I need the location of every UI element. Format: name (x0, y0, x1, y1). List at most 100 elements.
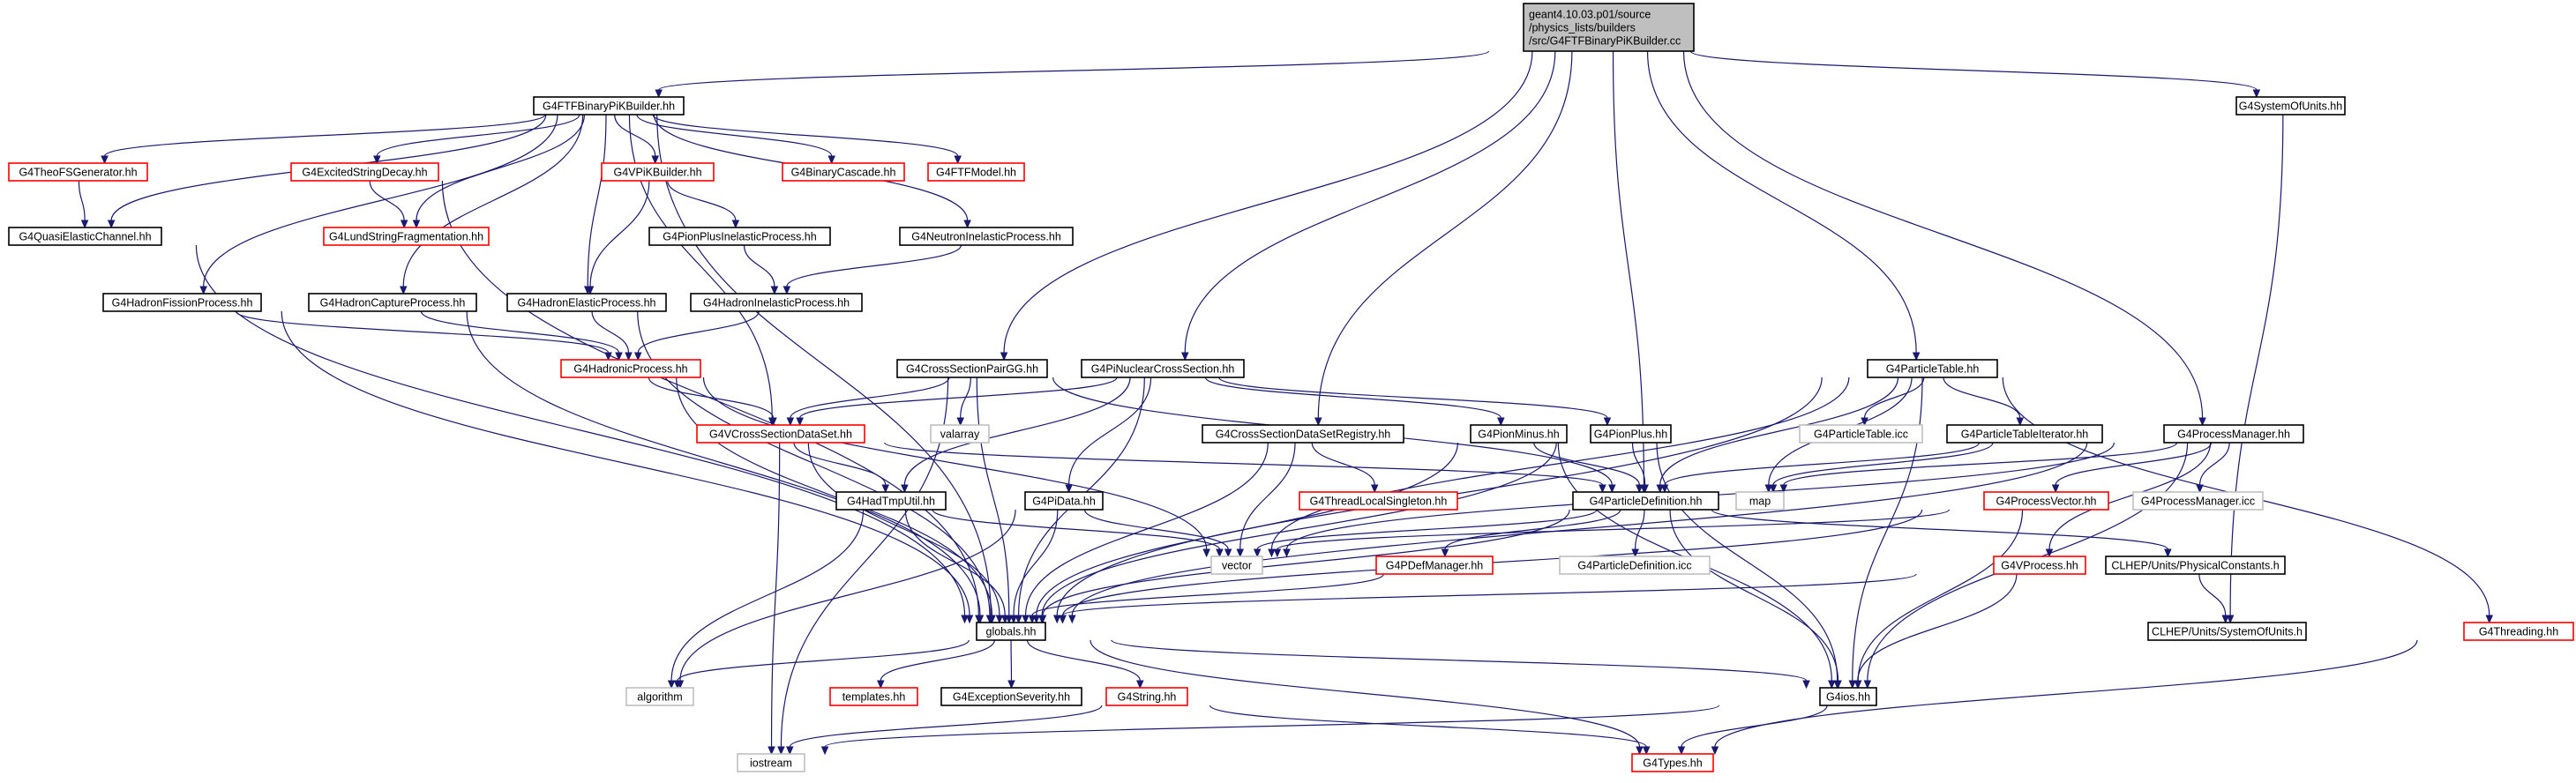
node-templates[interactable]: templates.hh (829, 687, 918, 706)
edge-arrowhead (2252, 89, 2261, 99)
node-vprocess[interactable]: G4VProcess.hh (1993, 556, 2086, 575)
edge-arrowhead (107, 220, 116, 229)
edge-line (932, 509, 1220, 550)
node-hadtmp[interactable]: G4HadTmpUtil.hh (835, 491, 947, 511)
node-box (8, 162, 148, 182)
node-excited[interactable]: G4ExcitedStringDecay.hh (290, 162, 439, 182)
edge-line (1024, 442, 1269, 616)
edge-arrowhead (1497, 417, 1505, 427)
node-ftfbuilder[interactable]: G4FTFBinaryPiKBuilder.hh (533, 96, 685, 116)
node-root[interactable]: geant4.10.03.p01/source/physics_lists/bu… (1523, 3, 1695, 52)
edge-arrowhead (1603, 417, 1612, 427)
edge-line (1857, 573, 2018, 682)
edge-arrowhead (1000, 352, 1008, 362)
edge-root-to-csdsreg (1314, 50, 1573, 427)
edge-line (1711, 509, 2168, 550)
node-lund[interactable]: G4LundStringFragmentation.hh (323, 227, 490, 246)
node-vcsds[interactable]: G4VCrossSectionDataSet.hh (696, 424, 865, 444)
node-procmanicc[interactable]: G4ProcessManager.icc (2132, 491, 2264, 511)
node-sysunits[interactable]: G4SystemOfUnits.hh (2235, 96, 2346, 116)
node-quasi[interactable]: G4QuasiElasticChannel.hh (8, 227, 162, 246)
edge-arrowhead (1608, 484, 1616, 494)
edge-arrowhead (995, 615, 1004, 624)
node-globals[interactable]: globals.hh (976, 622, 1046, 641)
node-pionplus[interactable]: G4PionPlus.hh (1590, 424, 1672, 444)
node-physconst[interactable]: CLHEP/Units/PhysicalConstants.h (2105, 556, 2286, 575)
edge-arrowhead (1068, 615, 1076, 624)
node-ptableiter[interactable]: G4ParticleTableIterator.hh (1946, 424, 2103, 444)
node-procman[interactable]: G4ProcessManager.hh (2163, 424, 2304, 444)
edge-root-to-ptable (1646, 50, 1921, 362)
edge-line (2048, 442, 2212, 550)
node-box (1631, 753, 1714, 772)
node-neutroninel[interactable]: G4NeutronInelasticProcess.hh (899, 227, 1074, 246)
edge-arrowhead (2016, 417, 2025, 427)
node-elastic[interactable]: G4HadronElasticProcess.hh (506, 293, 667, 312)
edge-arrowhead (1022, 615, 1030, 624)
node-g4types[interactable]: G4Types.hh (1631, 753, 1714, 772)
node-excsev[interactable]: G4ExceptionSeverity.hh (940, 687, 1082, 706)
edge-pdef-to-pdefman (1441, 509, 1621, 558)
edge-line (790, 377, 950, 419)
node-label: G4PDefManager.hh (1386, 560, 1484, 572)
node-vector[interactable]: vector (1210, 556, 1263, 575)
edge-line (281, 310, 970, 616)
node-label: G4HadronCaptureProcess.hh (320, 297, 466, 309)
edge-line (1682, 50, 2204, 419)
node-iostream[interactable]: iostream (737, 753, 805, 772)
node-ftfmodel[interactable]: G4FTFModel.hh (927, 162, 1025, 182)
node-g4string[interactable]: G4String.hh (1105, 687, 1188, 706)
node-g4ios[interactable]: G4ios.hh (1819, 687, 1877, 706)
node-algorithm[interactable]: algorithm (625, 687, 694, 706)
node-capture[interactable]: G4HadronCaptureProcess.hh (308, 293, 477, 312)
node-bincasc[interactable]: G4BinaryCascade.hh (782, 162, 905, 182)
edge-line (1681, 705, 1828, 748)
edge-line (1204, 377, 1501, 419)
node-hadinel[interactable]: G4HadronInelasticProcess.hh (690, 293, 863, 312)
edge-arrowhead (1059, 615, 1067, 624)
header-nodes: geant4.10.03.p01/source/physics_lists/bu… (8, 3, 2574, 772)
node-label: G4ParticleTable.hh (1886, 363, 1980, 376)
node-label: G4HadronicProcess.hh (573, 363, 687, 376)
node-pdef[interactable]: G4ParticleDefinition.hh (1572, 491, 1719, 511)
node-vpik[interactable]: G4VPiKBuilder.hh (601, 162, 715, 182)
edge-arrowhead (877, 680, 885, 690)
node-pdefman[interactable]: G4PDefManager.hh (1375, 556, 1494, 575)
node-threading[interactable]: G4Threading.hh (2463, 622, 2574, 641)
node-label: G4CrossSectionDataSetRegistry.hh (1216, 429, 1391, 441)
edge-arrowhead (1015, 615, 1022, 624)
edge-ftfbuilder-to-theofs (101, 114, 546, 165)
edge-theofs-to-quasi (78, 180, 89, 229)
edge-arrowhead (786, 417, 795, 427)
node-fission[interactable]: G4HadronFissionProcess.hh (102, 293, 262, 312)
node-procvec[interactable]: G4ProcessVector.hh (1983, 491, 2109, 511)
edge-ftfbuilder-to-bincasc (636, 114, 835, 165)
edge-cspairgg-to-iostream (777, 377, 949, 756)
edge-ptable-to-pdef (1656, 377, 1899, 494)
edge-arrowhead (633, 352, 642, 362)
node-clhepsys[interactable]: CLHEP/Units/SystemOfUnits.h (2147, 622, 2307, 641)
node-ptable[interactable]: G4ParticleTable.hh (1867, 359, 1998, 378)
edge-vprocess-to-globals (1059, 573, 1917, 624)
node-pinuclear[interactable]: G4PiNuclearCrossSection.hh (1081, 359, 1245, 378)
edge-arrowhead (1038, 615, 1047, 624)
edge-pinuclear-to-hadtmp (901, 377, 1131, 494)
edge-arrowhead (1009, 615, 1018, 624)
node-pdeficc[interactable]: G4ParticleDefinition.icc (1559, 556, 1711, 575)
node-pidata[interactable]: G4PiData.hh (1024, 491, 1104, 511)
node-theofs[interactable]: G4TheoFSGenerator.hh (8, 162, 148, 182)
node-hadproc[interactable]: G4HadronicProcess.hh (560, 359, 701, 378)
node-tls[interactable]: G4ThreadLocalSingleton.hh (1299, 491, 1458, 511)
edge-hadinel-to-hadproc (633, 310, 760, 362)
node-map[interactable]: map (1735, 491, 1785, 511)
node-valarray[interactable]: valarray (930, 424, 990, 444)
edge-arrowhead (2164, 548, 2172, 558)
edge-physconst-to-clhepsys (2198, 573, 2229, 624)
node-pionplusinel[interactable]: G4PionPlusInelasticProcess.hh (648, 227, 831, 246)
edge-arrowhead (954, 155, 962, 165)
node-pionminus[interactable]: G4PionMinus.hh (1470, 424, 1568, 444)
node-ptableicc[interactable]: G4ParticleTable.icc (1799, 424, 1923, 444)
node-csdsreg[interactable]: G4CrossSectionDataSetRegistry.hh (1202, 424, 1404, 444)
node-cspairgg[interactable]: G4CrossSectionPairGG.hh (896, 359, 1048, 378)
edge-arrowhead (827, 155, 835, 165)
